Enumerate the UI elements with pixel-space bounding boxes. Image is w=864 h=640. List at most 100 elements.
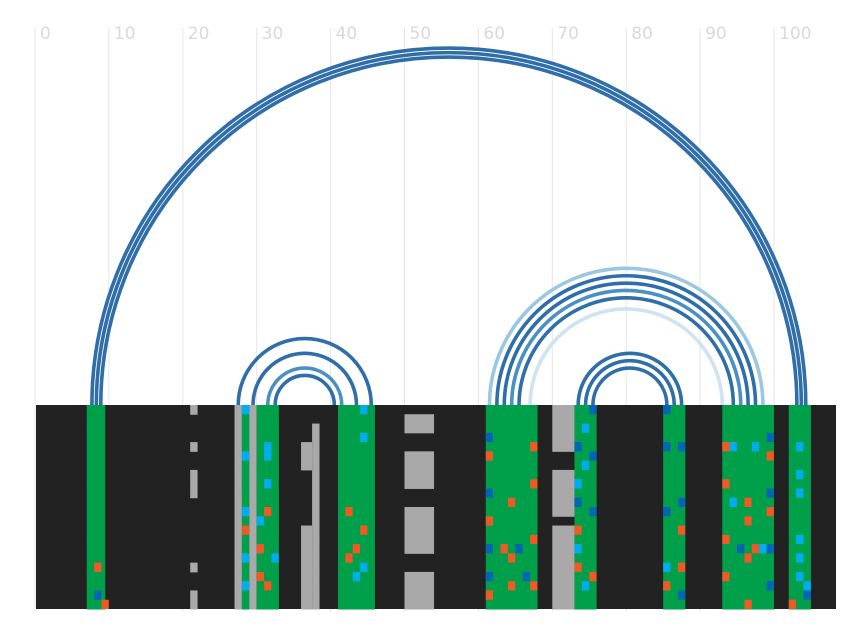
column-9-row-14 xyxy=(404,534,435,545)
column-2-row-9 xyxy=(234,488,242,499)
pairing-arc-7 xyxy=(487,266,765,406)
column-12-row-18 xyxy=(574,571,597,582)
variant-cell-36 xyxy=(507,581,516,591)
column-8-row-17 xyxy=(337,562,375,573)
variant-cell-38 xyxy=(522,571,530,582)
variant-cell-34 xyxy=(507,497,516,507)
column-12-row-14 xyxy=(574,534,597,545)
column-5-row-15 xyxy=(256,544,279,554)
column-5-row-10 xyxy=(256,497,279,508)
variant-cell-74 xyxy=(744,516,752,526)
column-10-row-21 xyxy=(485,599,538,610)
column-15-row-10 xyxy=(788,497,811,508)
variant-cell-57 xyxy=(663,442,671,452)
column-7-row-11 xyxy=(312,507,320,517)
column-1-row-0 xyxy=(190,405,198,415)
variant-cell-31 xyxy=(485,571,494,582)
column-12-row-15 xyxy=(574,544,597,554)
variant-cell-55 xyxy=(589,571,597,582)
column-12-row-0 xyxy=(574,405,597,415)
column-9-row-7 xyxy=(404,469,435,480)
variant-cell-86 xyxy=(796,442,804,452)
tick-label-100: 100 xyxy=(779,24,811,44)
column-8-row-19 xyxy=(337,581,375,591)
column-5-row-7 xyxy=(256,469,279,480)
column-11-row-9 xyxy=(552,488,575,499)
column-3-row-1 xyxy=(241,414,250,425)
variant-cell-32 xyxy=(485,590,494,600)
variant-cell-12 xyxy=(264,442,272,452)
column-2-row-1 xyxy=(234,414,242,425)
variant-cell-28 xyxy=(485,488,494,498)
pairing-arc-13 xyxy=(576,351,684,406)
variant-cell-76 xyxy=(744,599,752,609)
column-4-row-10 xyxy=(249,497,257,508)
column-4-row-20 xyxy=(249,590,257,601)
variant-cell-5 xyxy=(241,507,250,517)
variant-cell-27 xyxy=(485,451,494,461)
column-10-row-12 xyxy=(485,516,538,527)
variant-cell-40 xyxy=(530,479,538,489)
variant-cell-10 xyxy=(256,544,264,554)
column-3-row-20 xyxy=(241,590,250,601)
column-7-row-16 xyxy=(312,553,320,564)
column-10-row-0 xyxy=(485,405,538,415)
column-11-row-3 xyxy=(552,432,575,443)
column-11-row-11 xyxy=(552,507,575,517)
column-11-row-17 xyxy=(552,562,575,573)
variant-cell-83 xyxy=(766,507,774,517)
column-3-row-3 xyxy=(241,432,250,443)
variant-cell-90 xyxy=(796,553,804,563)
tick-label-10: 10 xyxy=(114,24,136,44)
column-8-row-5 xyxy=(337,451,375,462)
pairing-arc-15 xyxy=(591,366,669,406)
column-9-row-18 xyxy=(404,571,435,582)
column-11-row-0 xyxy=(552,405,575,415)
column-10-row-9 xyxy=(485,488,538,499)
column-0-row-19 xyxy=(86,581,106,591)
column-15-row-5 xyxy=(788,451,811,462)
variant-cell-0 xyxy=(94,562,102,572)
column-7-row-19 xyxy=(312,581,320,591)
variant-cell-70 xyxy=(729,442,737,452)
variant-cell-87 xyxy=(796,469,804,480)
variant-cell-7 xyxy=(241,553,250,563)
pairing-arc-8 xyxy=(495,273,758,406)
variant-cell-72 xyxy=(737,544,745,554)
column-7-row-8 xyxy=(312,479,320,489)
column-0-row-8 xyxy=(86,479,106,489)
column-13-row-4 xyxy=(663,442,686,452)
column-9-row-8 xyxy=(404,479,435,489)
pairing-arc-5 xyxy=(265,366,344,406)
column-2-row-7 xyxy=(234,469,242,480)
variant-cell-82 xyxy=(766,488,774,498)
column-0-row-21 xyxy=(86,599,106,610)
column-11-row-20 xyxy=(552,590,575,601)
column-6-row-20 xyxy=(301,590,313,601)
column-1-row-9 xyxy=(190,488,198,499)
column-8-row-21 xyxy=(337,599,375,610)
variant-cell-53 xyxy=(589,451,597,461)
column-14-row-15 xyxy=(722,544,774,554)
column-12-row-20 xyxy=(574,590,597,601)
variant-cell-8 xyxy=(241,581,250,591)
column-15-row-0 xyxy=(788,405,811,415)
column-14-row-0 xyxy=(722,405,774,415)
column-3-row-6 xyxy=(241,460,250,471)
column-13-row-5 xyxy=(663,451,686,462)
column-7-row-21 xyxy=(312,599,320,610)
column-14-row-6 xyxy=(722,460,774,471)
column-8-row-0 xyxy=(337,405,375,415)
column-12-row-9 xyxy=(574,488,597,499)
variant-cell-6 xyxy=(241,525,250,535)
column-8-row-6 xyxy=(337,460,375,471)
column-5-row-20 xyxy=(256,590,279,601)
column-15-row-11 xyxy=(788,507,811,517)
column-12-row-4 xyxy=(574,442,597,452)
column-5-row-1 xyxy=(256,414,279,425)
column-2-row-10 xyxy=(234,497,242,508)
column-4-row-18 xyxy=(249,571,257,582)
column-5-row-2 xyxy=(256,423,279,434)
column-12-row-11 xyxy=(574,507,597,517)
